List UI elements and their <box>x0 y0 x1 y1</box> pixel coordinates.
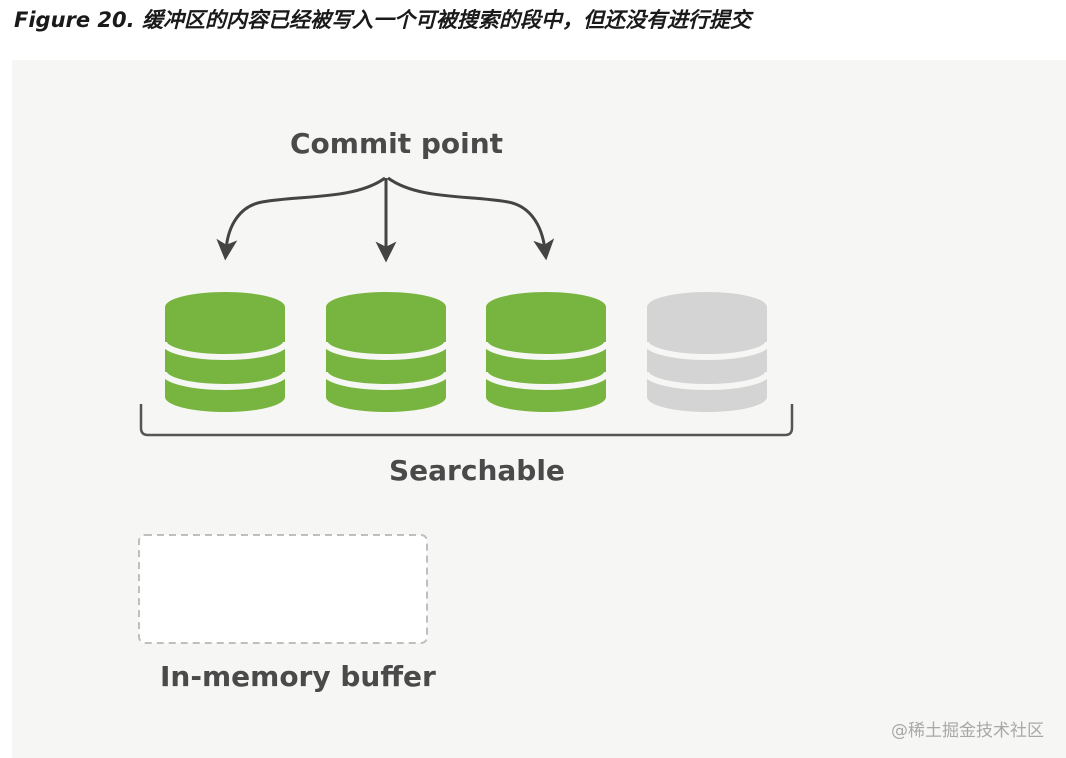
commit-arrow-left <box>216 176 386 261</box>
commit-arrows <box>216 176 555 263</box>
commit-point-label: Commit point <box>290 127 504 160</box>
commit-arrow-right <box>387 176 555 261</box>
watermark: @稀土掘金技术社区 <box>891 721 1044 741</box>
segment-uncommitted <box>643 292 771 412</box>
figure-caption: Figure 20. 缓冲区的内容已经被写入一个可被搜索的段中，但还没有进行提交 <box>14 8 751 32</box>
in-memory-buffer <box>138 534 428 644</box>
segment-committed <box>322 292 450 412</box>
segment-committed <box>161 292 289 412</box>
segment-committed <box>482 292 610 412</box>
segments-group <box>161 292 771 412</box>
in-memory-buffer-label: In-memory buffer <box>160 660 436 693</box>
searchable-bracket <box>139 404 794 437</box>
searchable-label: Searchable <box>389 454 565 487</box>
